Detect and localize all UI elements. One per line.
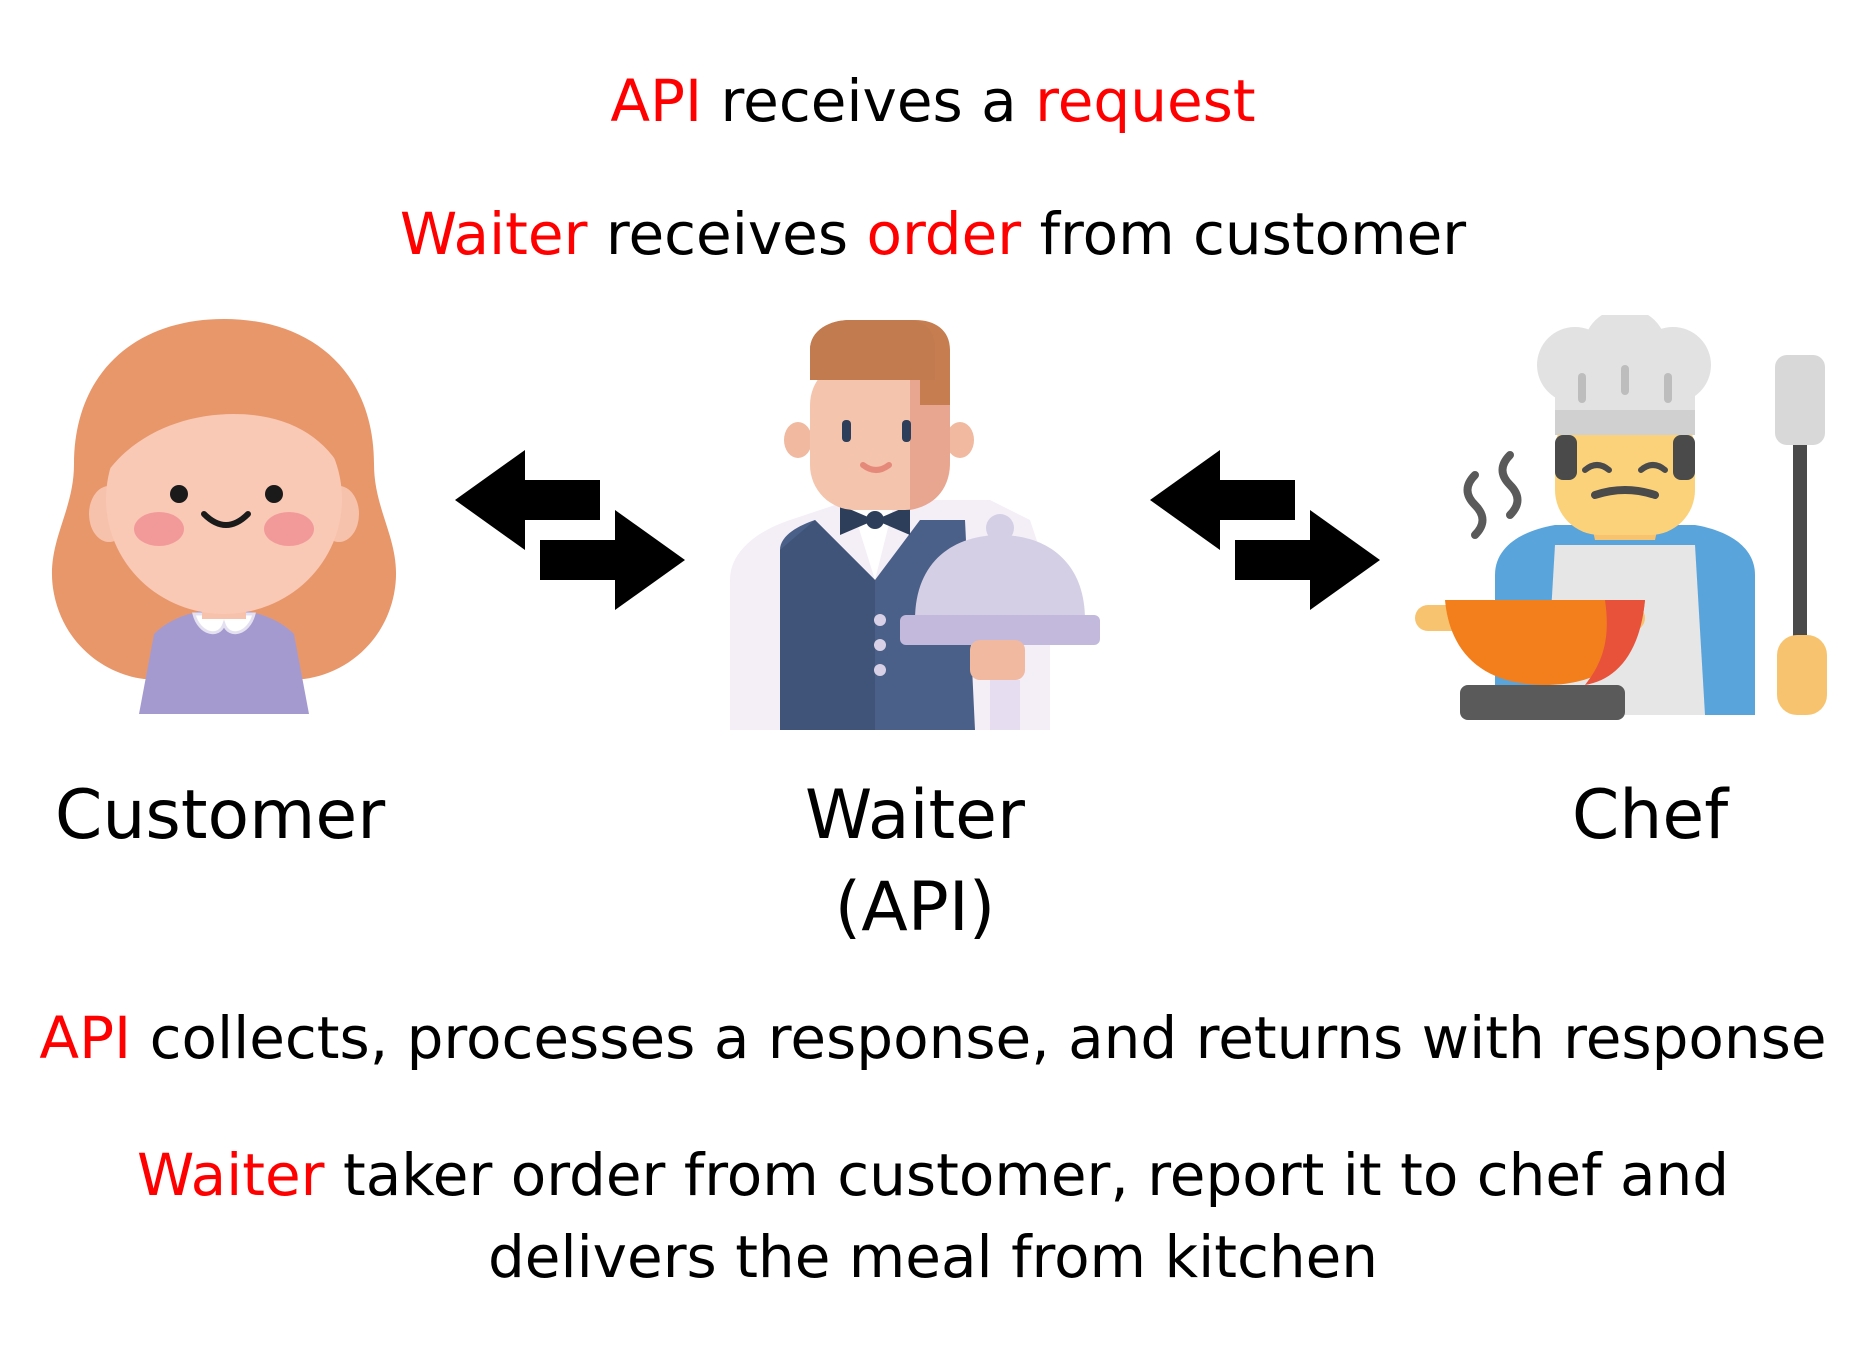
waiter-keyword: Waiter [399,200,588,268]
waiter-label: Waiter [805,776,1025,855]
waiter-with-cloche-icon [720,320,1110,730]
caption-text: from customer [1021,200,1467,268]
customer-girl-icon [34,314,414,714]
customer-label: Customer [54,776,386,855]
caption-text: receives [587,200,867,268]
bidirectional-arrows-icon [455,450,685,610]
bidirectional-arrows-icon [1150,450,1380,610]
caption-text: receives a [702,67,1036,135]
waiter-role-caption-line2: delivers the meal from kitchen [487,1223,1379,1291]
api-response-caption: API collects, processes a response, and … [0,1003,1866,1073]
chef-cooking-icon [1405,308,1845,725]
waiter-keyword: Waiter [136,1141,325,1209]
api-keyword: API [610,67,703,135]
chef-label: Chef [1571,776,1729,855]
caption-text: collects, processes a response, and retu… [131,1004,1827,1072]
waiter-api-label: (API) [834,868,996,947]
waiter-order-caption: Waiter receives order from customer [0,199,1866,269]
caption-text: taker order from customer, report it to … [324,1141,1730,1209]
request-keyword: request [1035,67,1256,135]
order-keyword: order [866,200,1022,268]
api-request-caption: API receives a request [0,66,1866,136]
api-keyword: API [39,1004,132,1072]
waiter-role-caption-line1: Waiter taker order from customer, report… [0,1140,1866,1210]
